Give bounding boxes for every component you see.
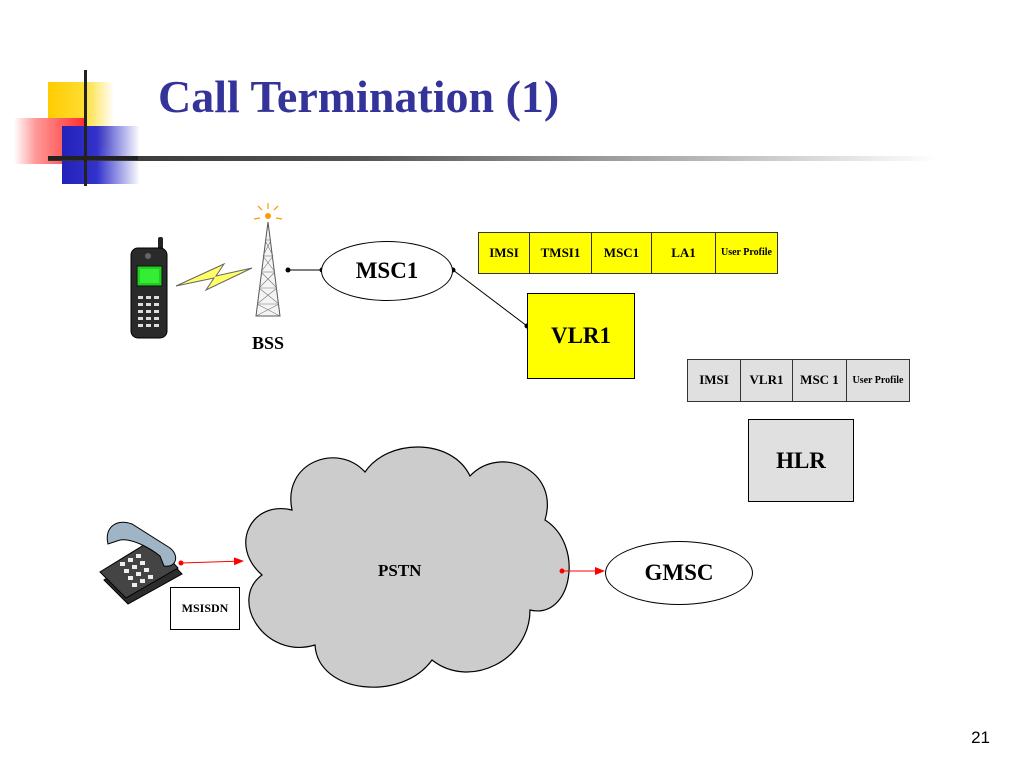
gmsc-node: GMSC [605,541,753,605]
title-decoration-horizontal-line [48,156,138,160]
pstn-cloud [245,446,570,688]
lightning-icon [175,262,253,292]
title-decoration-blue [62,126,140,184]
pstn-label: PSTN [378,561,422,580]
vlr-record-tmsi-cell: TMSI1 [530,233,592,273]
hlr-record-vlr-cell: VLR1 [741,360,793,401]
hlr-record-msc-cell: MSC 1 [793,360,847,401]
title-underline [48,156,938,161]
vlr-record-imsi-cell: IMSI [479,233,530,273]
vlr1-node: VLR1 [527,293,635,379]
page-number: 21 [971,728,990,747]
slide-title: Call Termination (1) [158,71,560,122]
vlr-record-table: IMSI TMSI1 MSC1 LA1 User Profile [478,232,778,274]
hlr-record-table: IMSI VLR1 MSC 1 User Profile [687,359,910,402]
title-decoration-vertical-line [84,70,87,186]
desk-telephone-icon [99,521,183,605]
vlr-record-msc-cell: MSC1 [592,233,652,273]
phone-pstn-arrow [178,557,244,566]
bss-label: BSS [252,333,285,353]
mobile-phone-icon [130,237,168,339]
radio-tower-icon [253,203,283,317]
msisdn-box: MSISDN [170,587,240,630]
vlr-record-user-profile-cell: User Profile [720,247,772,259]
hlr-node: HLR [748,419,854,502]
vlr-record-la-cell: LA1 [652,233,716,273]
msc1-node: MSC1 [321,241,453,301]
msc1-vlr1-connector [450,267,530,329]
pstn-gmsc-arrow [559,567,605,575]
hlr-record-user-profile-cell: User Profile [852,374,904,386]
hlr-record-imsi-cell: IMSI [688,360,741,401]
bss-msc1-connector [285,267,325,273]
